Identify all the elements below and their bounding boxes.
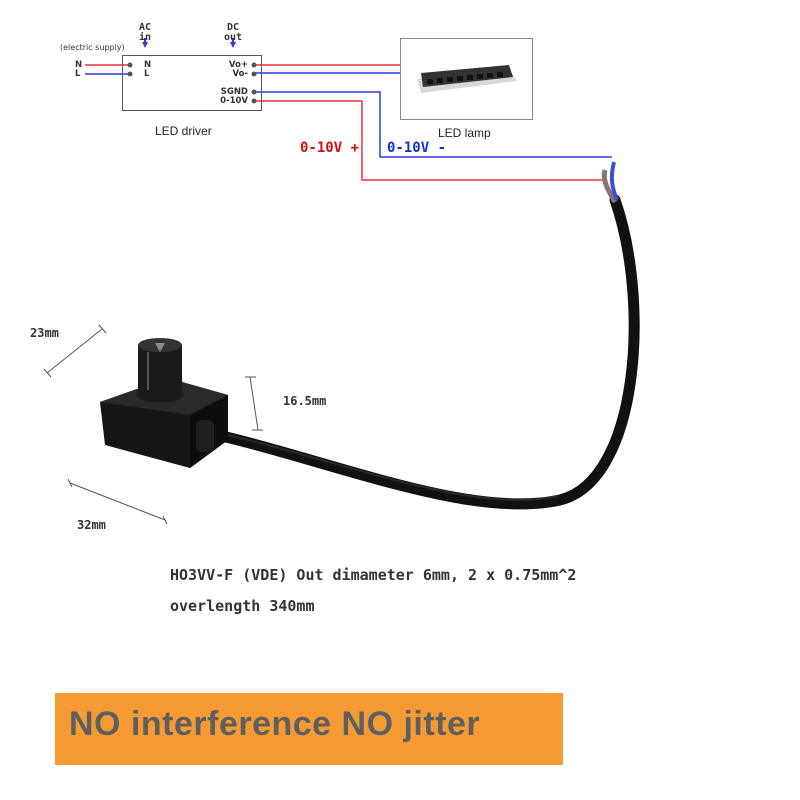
spec-line-2: overlength 340mm [170, 597, 315, 615]
driver-terminal-0-10v: 0-10V [220, 96, 248, 106]
dimension-length: 32mm [77, 518, 106, 532]
spec-line-1: HO3VV-F (VDE) Out dimameter 6mm, 2 x 0.7… [170, 566, 577, 584]
led-lamp-box [400, 38, 533, 120]
led-lamp-image [417, 65, 517, 93]
dc-out-header: DC out [223, 22, 243, 43]
banner-text: NO interference NO jitter [69, 705, 481, 743]
feature-banner: NO interference NO jitter [55, 693, 563, 765]
dimension-width: 23mm [30, 326, 59, 340]
driver-terminal-l: L [144, 69, 150, 79]
led-driver-caption: LED driver [155, 124, 212, 138]
input-l-label: L [75, 69, 81, 79]
led-lamp-caption: LED lamp [438, 126, 491, 140]
signal-minus-label: 0-10V - [387, 140, 447, 156]
dimmer-body [100, 338, 228, 468]
ac-in-header: AC in [138, 22, 152, 43]
dimension-height: 16.5mm [283, 394, 327, 408]
driver-terminal-n: N [144, 60, 152, 70]
input-n-label: N [75, 60, 83, 70]
driver-terminal-vo-minus: Vo- [232, 69, 248, 79]
driver-terminal-vo-plus: Vo+ [228, 60, 248, 70]
led-driver-box [122, 55, 262, 111]
driver-terminal-sgnd: SGND [220, 87, 248, 97]
supply-label: (electric supply) [60, 43, 125, 52]
signal-plus-label: 0-10V + [300, 140, 360, 156]
